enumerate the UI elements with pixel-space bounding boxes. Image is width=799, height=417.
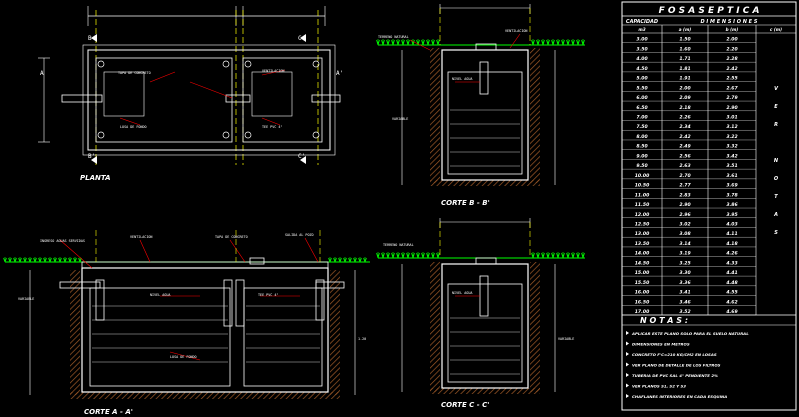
section-cc-view [376, 218, 585, 394]
grass-line-aa [3, 257, 367, 263]
grass-line-bb [376, 39, 585, 46]
dimension-table [621, 1, 797, 411]
plan-view [38, 6, 341, 165]
section-bb-view [376, 4, 585, 186]
grass-line-cc [376, 252, 585, 259]
section-aa-view [3, 230, 370, 399]
